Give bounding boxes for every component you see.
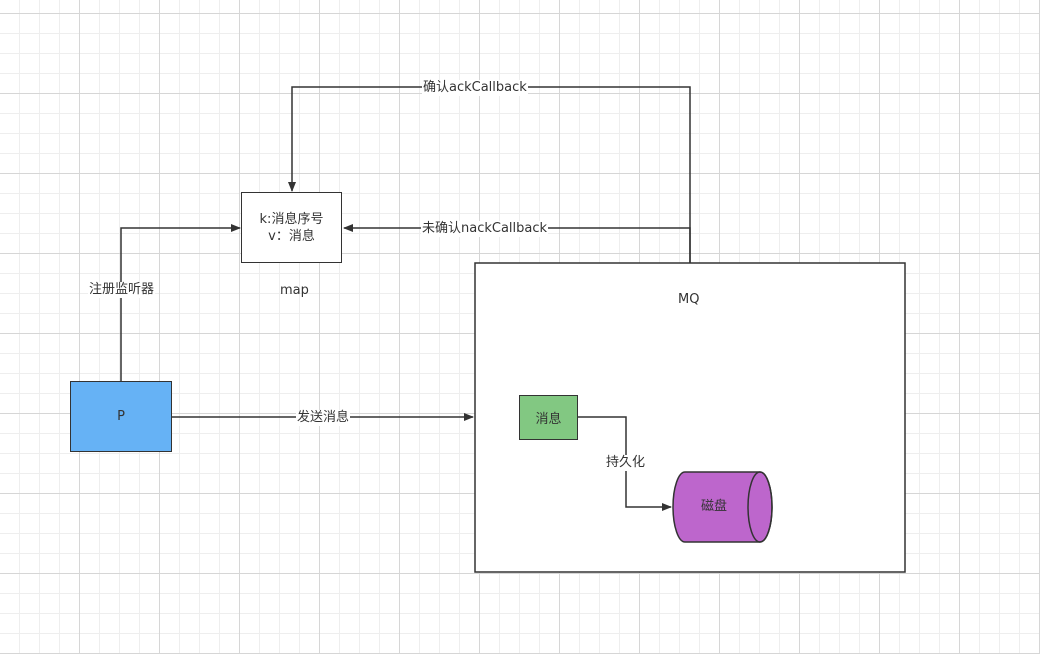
disk-end: [747, 471, 773, 543]
map-value-label: v：消息: [268, 228, 315, 244]
nack-callback-label: 未确认nackCallback: [421, 221, 549, 237]
register-listener-edge[interactable]: [120, 224, 241, 381]
map-caption: map: [280, 283, 309, 298]
disk-label: 磁盘: [701, 499, 728, 514]
producer-label: P: [117, 409, 125, 424]
send-message-label: 发送消息: [296, 410, 351, 426]
map-box[interactable]: k:消息序号 v：消息: [241, 192, 342, 263]
mq-label: MQ: [678, 292, 700, 307]
map-key-label: k:消息序号: [259, 211, 324, 227]
persist-label: 持久化: [605, 455, 647, 471]
ack-callback-label: 确认ackCallback: [422, 80, 528, 96]
message-node[interactable]: 消息: [519, 395, 578, 440]
message-label: 消息: [535, 412, 562, 427]
disk-node[interactable]: [672, 471, 773, 543]
producer-node[interactable]: P: [70, 381, 172, 452]
register-listener-label: 注册监听器: [88, 282, 156, 298]
